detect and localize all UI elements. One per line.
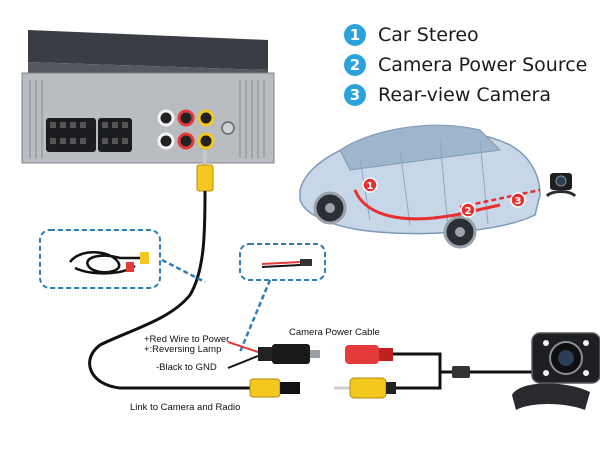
- legend-number-3: 3: [344, 84, 366, 106]
- callout-power-wire: [239, 243, 326, 281]
- svg-text:2: 2: [465, 206, 472, 217]
- dc-power-plug: [258, 344, 320, 364]
- label-black-gnd: -Black to GND: [156, 362, 217, 373]
- callout-video-cable: [39, 229, 161, 289]
- car-illustration: [299, 124, 541, 249]
- car-mini-camera: [545, 173, 577, 198]
- label-camera-power-cable: Camera Power Cable: [289, 327, 380, 338]
- label-red-wire: +Red Wire to Power: [144, 334, 230, 345]
- yellow-rca-male-camera: [349, 377, 387, 399]
- dc-power-socket: [345, 345, 393, 364]
- svg-text:3: 3: [515, 196, 522, 207]
- small-power-wire: [261, 259, 312, 268]
- car-stereo-unit: [21, 30, 275, 164]
- legend-item-rear-camera: 3 Rear-view Camera: [344, 80, 587, 110]
- rear-view-camera: [512, 332, 600, 410]
- coiled-rca-cable: [68, 251, 149, 275]
- car-marker-2: 2: [460, 202, 476, 218]
- label-link-camera-radio: Link to Camera and Radio: [130, 402, 241, 413]
- legend-label-power-source: Camera Power Source: [378, 54, 588, 76]
- legend-label-rear-camera: Rear-view Camera: [378, 84, 551, 106]
- car-marker-1: 1: [362, 177, 378, 193]
- video-cable-main: [88, 190, 250, 390]
- yellow-rca-plug-stereo: [196, 164, 214, 192]
- legend-number-1: 1: [344, 24, 366, 46]
- legend-item-car-stereo: 1 Car Stereo: [344, 20, 587, 50]
- legend-item-power-source: 2 Camera Power Source: [344, 50, 587, 80]
- label-reversing-lamp: +:Reversing Lamp: [144, 344, 222, 355]
- yellow-rca-female: [249, 378, 281, 398]
- legend-label-car-stereo: Car Stereo: [378, 24, 479, 46]
- rca-jacks: [157, 109, 235, 150]
- legend-number-2: 2: [344, 54, 366, 76]
- legend: 1 Car Stereo 2 Camera Power Source 3 Rea…: [344, 20, 587, 110]
- car-marker-3: 3: [510, 192, 526, 208]
- svg-text:1: 1: [367, 181, 374, 192]
- car-wiring-route: [353, 189, 501, 221]
